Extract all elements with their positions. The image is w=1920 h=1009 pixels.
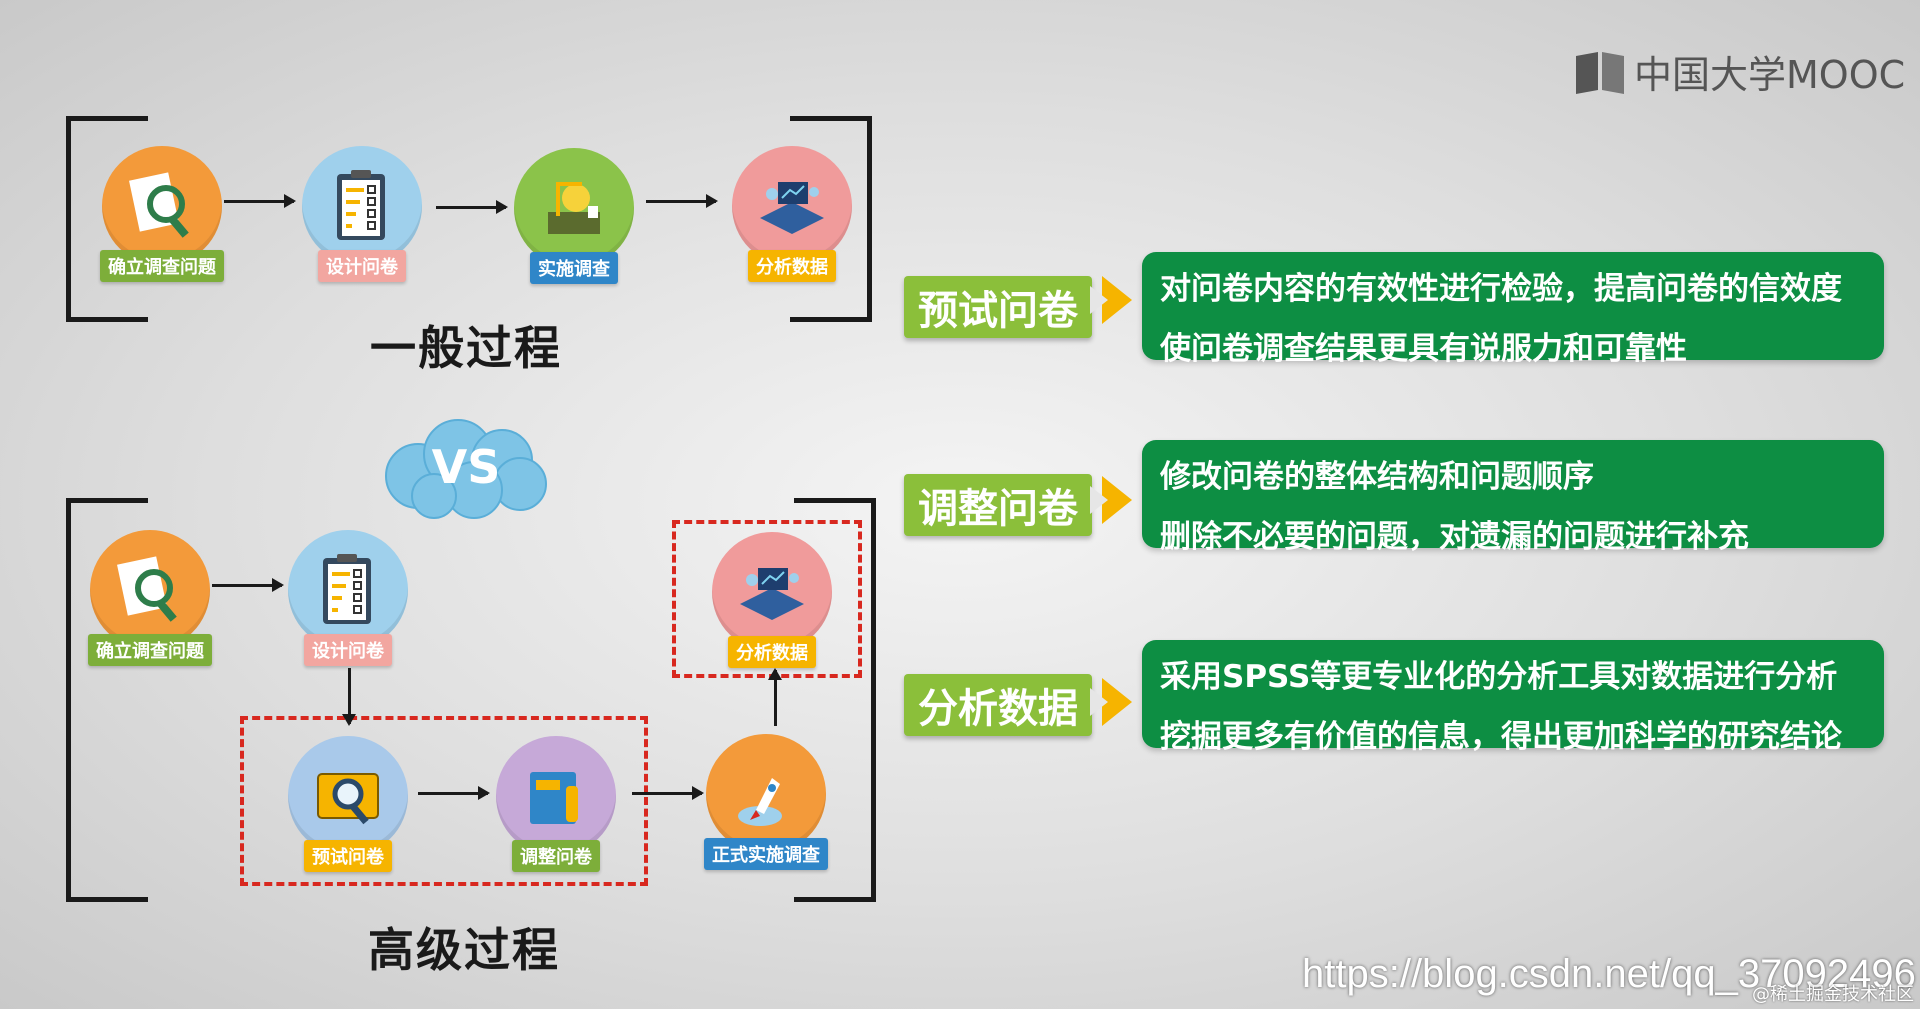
general-node-3: 实施调查: [504, 148, 644, 284]
cloud-icon: [385, 419, 547, 519]
arrow-down: [342, 668, 356, 726]
blog-url-watermark: https://blog.csdn.net/qq_37092496: [1302, 952, 1916, 996]
general-node-4: 分析数据: [722, 146, 862, 282]
general-bracket-left: [66, 116, 148, 322]
stage-desc-pretest: 对问卷内容的有效性进行检验，提高问卷的信效度 使问卷调查结果更具有说服力和可靠性: [1142, 252, 1884, 367]
node-label: 分析数据: [728, 636, 816, 668]
data-analysis-icon: [732, 146, 852, 266]
analysis-highlight: [672, 520, 862, 678]
logo-text: 中国大学MOOC: [1634, 53, 1906, 97]
chevron-right-icon: [1090, 276, 1132, 324]
arrow-right: [224, 194, 296, 208]
node-label: 调整问卷: [512, 840, 600, 872]
stage-desc-adjust: 修改问卷的整体结构和问题顺序 删除不必要的问题，对遗漏的问题进行补充: [1142, 440, 1884, 555]
arrow-right: [632, 786, 704, 800]
advanced-node-4: 调整问卷: [486, 736, 626, 872]
node-label: 分析数据: [748, 250, 836, 282]
book-logo-icon: [1576, 51, 1624, 94]
node-label: 设计问卷: [318, 250, 406, 282]
advanced-bracket-right: [794, 498, 876, 902]
search-document-icon: [90, 530, 210, 650]
vs-text: VS: [431, 440, 501, 494]
arrow-up: [768, 668, 782, 726]
folder-icon: [496, 736, 616, 856]
desc-line: 采用SPSS等更专业化的分析工具对数据进行分析: [1160, 659, 1838, 695]
desc-line: 修改问卷的整体结构和问题顺序: [1160, 459, 1594, 495]
advanced-process-title: 高级过程: [368, 923, 560, 977]
node-label: 设计问卷: [304, 634, 392, 666]
pretest-adjust-highlight: [240, 716, 648, 886]
desc-line: 挖掘更多有价值的信息，得出更加科学的研究结论: [1160, 719, 1842, 755]
general-node-1: 确立调查问题: [92, 146, 232, 282]
data-analysis-icon: [712, 532, 832, 652]
chevron-right-icon: [1090, 476, 1132, 524]
desc-line: 对问卷内容的有效性进行检验，提高问卷的信效度: [1160, 271, 1842, 307]
advanced-node-3: 预试问卷: [278, 736, 418, 872]
rocket-icon: [706, 734, 826, 854]
node-label: 预试问卷: [304, 840, 392, 872]
chevron-right-icon: [1090, 678, 1132, 726]
clipboard-icon: [288, 530, 408, 650]
clipboard-icon: [302, 146, 422, 266]
search-document-icon: [102, 146, 222, 266]
mooc-logo: 中国大学MOOC: [1572, 44, 1905, 99]
desc-line: 删除不必要的问题，对遗漏的问题进行补充: [1160, 519, 1749, 555]
stage-label-pretest: 预试问卷: [904, 276, 1092, 338]
advanced-bracket-left: [66, 498, 148, 902]
desc-line: 使问卷调查结果更具有说服力和可靠性: [1160, 331, 1687, 367]
construction-icon: [514, 148, 634, 268]
node-label: 确立调查问题: [88, 634, 212, 666]
stage-desc-analysis: 采用SPSS等更专业化的分析工具对数据进行分析 挖掘更多有价值的信息，得出更加科…: [1142, 640, 1884, 755]
arrow-right: [646, 194, 718, 208]
arrow-right: [436, 200, 508, 214]
general-process-title: 一般过程: [370, 321, 562, 375]
advanced-node-6: 分析数据: [702, 532, 842, 668]
node-label: 正式实施调查: [704, 838, 828, 870]
general-bracket-right: [790, 116, 872, 322]
arrow-right: [418, 786, 490, 800]
stage-label-adjust: 调整问卷: [904, 474, 1092, 536]
stage-label-analysis: 分析数据: [904, 674, 1092, 736]
vs-cloud: VS: [378, 414, 554, 522]
juejin-watermark: @稀土掘金技术社区: [1752, 984, 1914, 1005]
advanced-node-2: 设计问卷: [278, 530, 418, 666]
advanced-node-5: 正式实施调查: [696, 734, 836, 870]
advanced-node-1: 确立调查问题: [80, 530, 220, 666]
node-label: 确立调查问题: [100, 250, 224, 282]
general-node-2: 设计问卷: [292, 146, 432, 282]
node-label: 实施调查: [530, 252, 618, 284]
arrow-right: [212, 578, 284, 592]
magnifier-map-icon: [288, 736, 408, 856]
